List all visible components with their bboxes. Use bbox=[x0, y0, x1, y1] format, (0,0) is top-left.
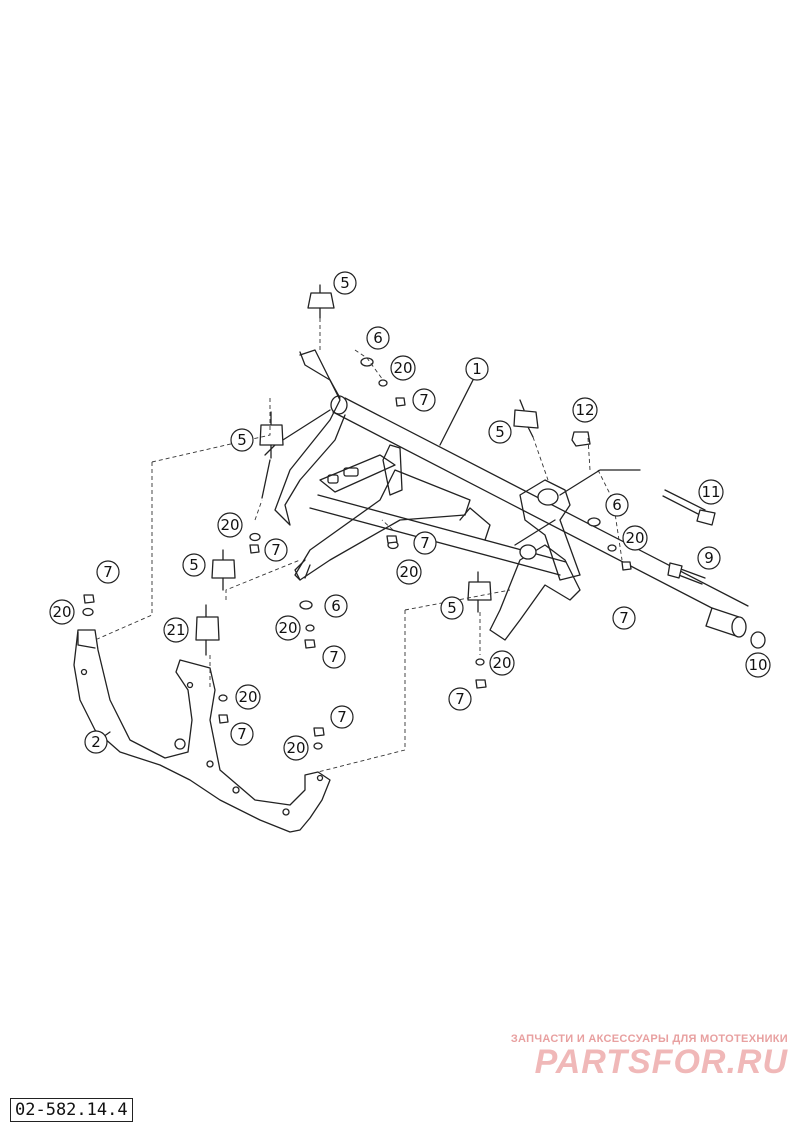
svg-text:6: 6 bbox=[373, 329, 383, 347]
callout-5d: 5 bbox=[182, 553, 206, 577]
callout-leaders bbox=[95, 377, 475, 743]
svg-text:20: 20 bbox=[399, 563, 418, 581]
callout-7i: 7 bbox=[448, 687, 472, 711]
callout-21: 21 bbox=[163, 617, 189, 643]
svg-text:2: 2 bbox=[91, 733, 101, 751]
svg-text:5: 5 bbox=[495, 423, 505, 441]
callout-1: 1 bbox=[465, 357, 489, 381]
callout-5a: 5 bbox=[333, 271, 357, 295]
svg-text:7: 7 bbox=[329, 648, 339, 666]
bolt-9 bbox=[667, 562, 706, 585]
svg-text:9: 9 bbox=[704, 549, 714, 567]
svg-text:5: 5 bbox=[447, 599, 457, 617]
watermark-tagline: ЗАПЧАСТИ И АКСЕССУАРЫ ДЛЯ МОТОТЕХНИКИ bbox=[510, 1033, 788, 1045]
rubber-mount-left bbox=[259, 411, 284, 459]
leader-lines bbox=[94, 318, 623, 773]
svg-text:20: 20 bbox=[278, 619, 297, 637]
rubber-mount-top bbox=[307, 284, 335, 319]
svg-text:20: 20 bbox=[625, 529, 644, 547]
watermark-logo: PARTSFOR.RU bbox=[534, 1043, 788, 1081]
callout-20e: 20 bbox=[275, 615, 301, 641]
callout-2: 2 bbox=[84, 730, 108, 754]
svg-text:5: 5 bbox=[237, 431, 247, 449]
nut-12 bbox=[571, 431, 591, 447]
callout-5c: 5 bbox=[488, 420, 512, 444]
svg-text:7: 7 bbox=[337, 708, 347, 726]
cap-10 bbox=[750, 631, 766, 649]
svg-text:7: 7 bbox=[419, 391, 429, 409]
svg-text:5: 5 bbox=[189, 556, 199, 574]
rubber-mount-middle-left bbox=[211, 549, 236, 591]
callout-20i: 20 bbox=[489, 650, 515, 676]
callout-7c: 7 bbox=[413, 531, 437, 555]
bolt-11 bbox=[662, 489, 716, 526]
svg-text:20: 20 bbox=[238, 688, 257, 706]
callout-20d: 20 bbox=[49, 599, 75, 625]
svg-text:20: 20 bbox=[220, 516, 239, 534]
callout-7b: 7 bbox=[264, 538, 288, 562]
svg-text:20: 20 bbox=[492, 654, 511, 672]
callout-20g: 20 bbox=[235, 684, 261, 710]
svg-text:20: 20 bbox=[393, 359, 412, 377]
rubber-mount-right-upper bbox=[513, 399, 539, 438]
callout-20c: 20 bbox=[396, 559, 422, 585]
svg-text:7: 7 bbox=[237, 725, 247, 743]
watermark: ЗАПЧАСТИ И АКСЕССУАРЫ ДЛЯ МОТОТЕХНИКИ PA… bbox=[488, 1033, 788, 1082]
callout-20b: 20 bbox=[217, 512, 243, 538]
callout-6b: 6 bbox=[324, 594, 348, 618]
rubber-mount-right-lower bbox=[467, 571, 492, 613]
svg-text:20: 20 bbox=[286, 739, 305, 757]
svg-text:10: 10 bbox=[748, 656, 767, 674]
callout-20f: 20 bbox=[622, 525, 648, 551]
callout-12: 12 bbox=[572, 397, 598, 423]
washers-and-nuts bbox=[82, 357, 632, 750]
callout-20a: 20 bbox=[390, 355, 416, 381]
svg-text:6: 6 bbox=[331, 597, 341, 615]
svg-text:7: 7 bbox=[103, 563, 113, 581]
callout-7e: 7 bbox=[322, 645, 346, 669]
rubber-mount-21 bbox=[195, 604, 220, 656]
svg-text:7: 7 bbox=[455, 690, 465, 708]
svg-text:5: 5 bbox=[340, 274, 350, 292]
callout-7g: 7 bbox=[230, 722, 254, 746]
svg-text:1: 1 bbox=[472, 360, 482, 378]
callout-5e: 5 bbox=[440, 596, 464, 620]
callout-7h: 7 bbox=[330, 705, 354, 729]
svg-text:7: 7 bbox=[420, 534, 430, 552]
callout-7a: 7 bbox=[412, 388, 436, 412]
lower-mount-plate bbox=[73, 629, 331, 833]
svg-text:20: 20 bbox=[52, 603, 71, 621]
svg-text:7: 7 bbox=[619, 609, 629, 627]
callout-6c: 6 bbox=[605, 493, 629, 517]
callout-20h: 20 bbox=[283, 735, 309, 761]
callout-11: 11 bbox=[698, 479, 724, 505]
callout-10: 10 bbox=[745, 652, 771, 678]
svg-text:12: 12 bbox=[575, 401, 594, 419]
svg-text:6: 6 bbox=[612, 496, 622, 514]
callout-7d: 7 bbox=[96, 560, 120, 584]
svg-text:7: 7 bbox=[271, 541, 281, 559]
callout-7f: 7 bbox=[612, 606, 636, 630]
svg-text:21: 21 bbox=[166, 621, 185, 639]
callout-6a: 6 bbox=[366, 326, 390, 350]
svg-text:11: 11 bbox=[701, 483, 720, 501]
callout-9: 9 bbox=[697, 546, 721, 570]
callout-5b: 5 bbox=[230, 428, 254, 452]
diagram-code: 02-582.14.4 bbox=[10, 1098, 133, 1122]
